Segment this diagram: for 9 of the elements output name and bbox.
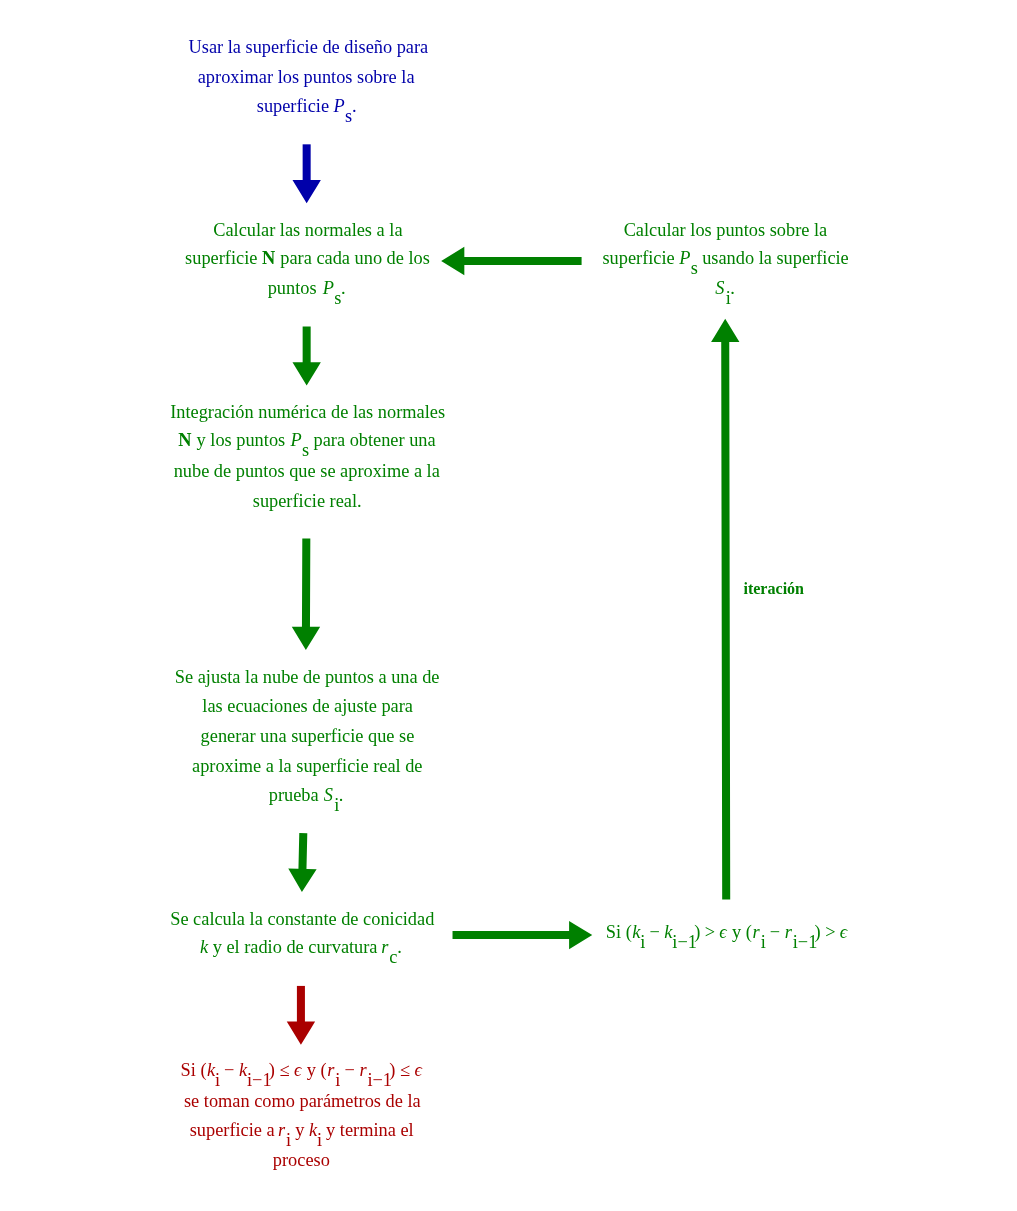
arrow [710, 318, 739, 900]
edge-label: iteración [742, 580, 804, 598]
arrow [286, 985, 315, 1045]
arrow [440, 246, 582, 276]
arrow [287, 833, 317, 892]
arrow [291, 326, 321, 386]
arrow [452, 920, 592, 950]
arrow [291, 144, 321, 204]
arrow [291, 538, 320, 650]
